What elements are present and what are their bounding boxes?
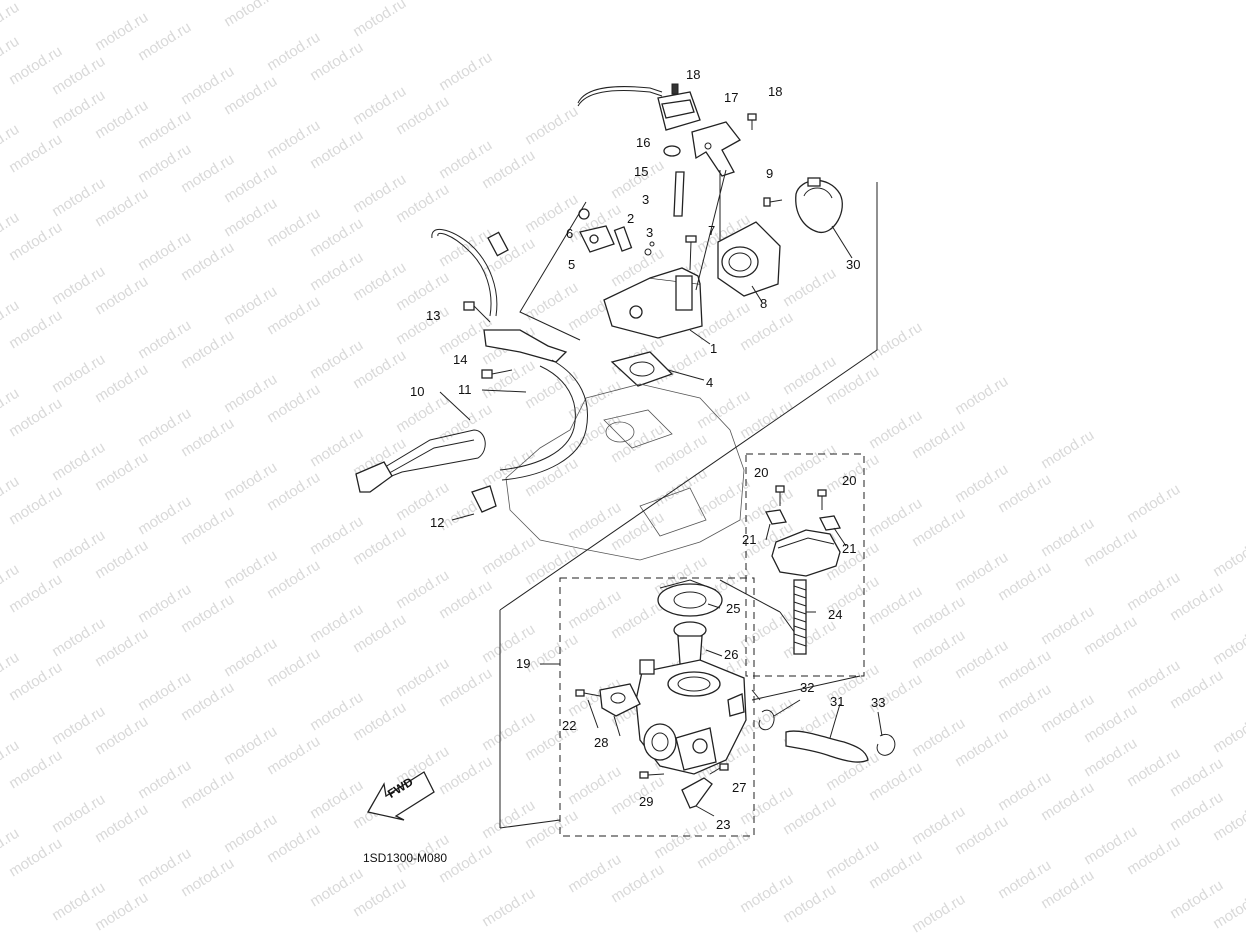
carburetor-assembly-box: [559, 577, 755, 837]
flange-bolt: [685, 235, 697, 271]
cylinder-head-outline: [505, 383, 745, 561]
diaphragm: [657, 579, 723, 617]
callout-30: 30: [846, 257, 861, 272]
callout-28: 28: [594, 735, 609, 750]
callout-12: 12: [430, 515, 445, 530]
lower-leader-lines: [587, 523, 883, 817]
callout-20b: 20: [842, 473, 857, 488]
clamp-screw: [763, 197, 783, 207]
joint-clamp: [795, 177, 843, 233]
callout-19: 19: [516, 656, 531, 671]
breather-hose: [355, 229, 588, 513]
throttle-spring: [793, 579, 807, 655]
intake-manifold: [603, 267, 703, 339]
throttle-position-sensor: [599, 683, 641, 717]
throttle-piston: [673, 621, 707, 665]
callout-6: 6: [566, 226, 574, 241]
callout-33: 33: [871, 695, 886, 710]
callout-32: 32: [800, 680, 815, 695]
callout-15: 15: [634, 164, 649, 179]
hose-bolts: [463, 301, 513, 379]
callout-29: 29: [639, 794, 654, 809]
carburetor-cap-box: [745, 453, 865, 677]
small-hose: [673, 171, 685, 217]
callout-24: 24: [828, 607, 843, 622]
callout-27: 27: [732, 780, 747, 795]
callout-25: 25: [726, 601, 741, 616]
throttle-body-joint: [717, 221, 781, 297]
diagram-code: 1SD1300-M080: [363, 851, 448, 865]
callout-20a: 20: [754, 465, 769, 480]
callout-7: 7: [708, 223, 716, 238]
callout-1: 1: [710, 341, 718, 356]
intake-air-sensor: [657, 83, 701, 131]
callout-5: 5: [568, 257, 576, 272]
callout-10: 10: [410, 384, 425, 399]
leader-lines: [439, 169, 878, 829]
callout-9: 9: [766, 166, 774, 181]
callout-26: 26: [724, 647, 739, 662]
callout-3a: 3: [642, 192, 650, 207]
manifold-gasket: [610, 351, 674, 387]
callout-14: 14: [453, 352, 468, 367]
callout-3b: 3: [646, 225, 654, 240]
cable-bracket: [681, 777, 713, 809]
callout-18b: 18: [768, 84, 783, 99]
carburetor-cap: [765, 485, 841, 577]
sensor-wire: [577, 86, 663, 107]
cover-plate: [578, 208, 615, 253]
callout-8: 8: [760, 296, 768, 311]
carburetor-hose: [758, 709, 896, 763]
callout-22: 22: [562, 718, 577, 733]
bracket-screw: [747, 113, 757, 130]
callout-2: 2: [627, 211, 635, 226]
callout-13: 13: [426, 308, 441, 323]
callout-17: 17: [724, 90, 739, 105]
callout-4: 4: [706, 375, 714, 390]
callout-21b: 21: [842, 541, 857, 556]
fwd-arrow: [366, 771, 435, 821]
callout-11: 11: [458, 382, 472, 397]
carburetor-body: [635, 659, 747, 775]
hose-clip: [663, 145, 681, 157]
callout-16: 16: [636, 135, 651, 150]
carburetor-screws: [575, 689, 729, 779]
joint-pipe: [613, 226, 655, 256]
callout-18a: 18: [686, 67, 701, 82]
callout-21a: 21: [742, 532, 757, 547]
sensor-bracket: [691, 121, 741, 177]
callout-31: 31: [830, 694, 845, 709]
callout-23: 23: [716, 817, 731, 832]
